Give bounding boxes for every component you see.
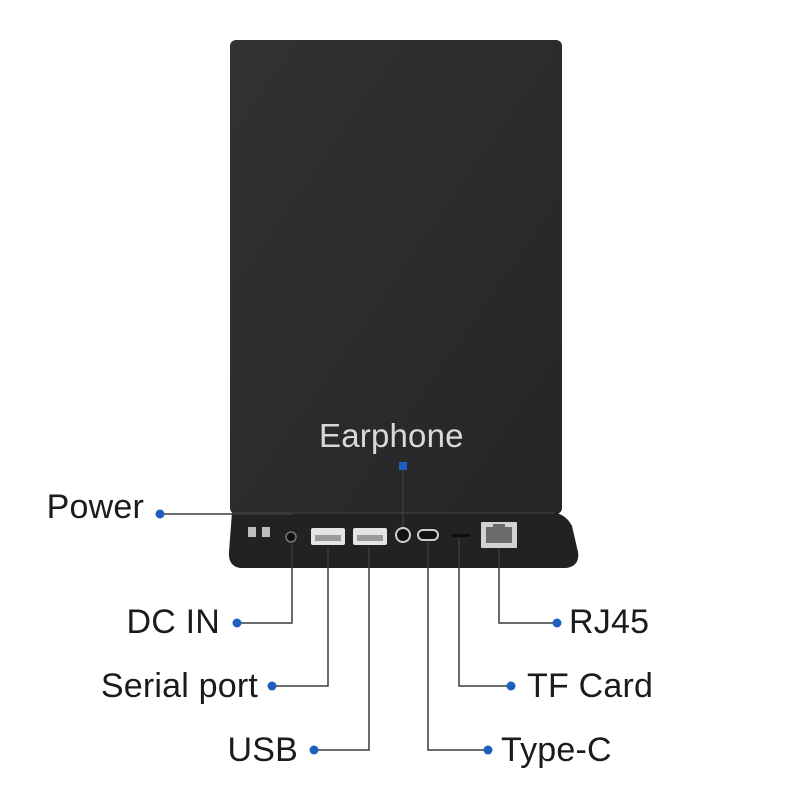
tf-card-slot-icon xyxy=(452,534,470,537)
serial-port-icon xyxy=(311,528,345,545)
label-serial-port: Serial port xyxy=(100,667,258,705)
callout-dots xyxy=(155,462,562,755)
device-panel xyxy=(230,40,562,514)
label-earphone: Earphone xyxy=(319,417,464,454)
power-button-icon xyxy=(248,527,256,537)
dot-serial-port xyxy=(267,681,277,691)
dot-earphone xyxy=(399,462,407,470)
dot-rj45 xyxy=(552,618,562,628)
label-type-c: Type-C xyxy=(501,731,612,769)
dot-power xyxy=(155,509,165,519)
leader-line-type-c xyxy=(427,542,486,751)
earphone-jack-icon xyxy=(395,527,411,543)
usb-port-icon xyxy=(353,528,387,545)
leader-line-rj45 xyxy=(498,549,555,624)
dot-type-c xyxy=(483,745,493,755)
power-button-icon xyxy=(262,527,270,537)
leader-line-usb xyxy=(315,547,370,751)
leader-line-dc-in xyxy=(238,544,293,624)
leader-lines xyxy=(162,466,555,751)
dc-in-port-icon xyxy=(285,531,297,543)
label-tf-card: TF Card xyxy=(527,667,654,705)
type-c-port-icon xyxy=(417,529,439,541)
label-rj45: RJ45 xyxy=(569,603,650,641)
label-power: Power xyxy=(46,488,144,526)
label-usb: USB xyxy=(227,731,298,769)
leader-line-serial-port xyxy=(273,547,329,687)
dot-usb xyxy=(309,745,319,755)
dot-dc-in xyxy=(232,618,242,628)
dot-tf-card xyxy=(506,681,516,691)
label-dc-in: DC IN xyxy=(126,603,220,641)
leader-line-tf-card xyxy=(458,538,508,687)
rj45-port-icon xyxy=(481,522,517,548)
